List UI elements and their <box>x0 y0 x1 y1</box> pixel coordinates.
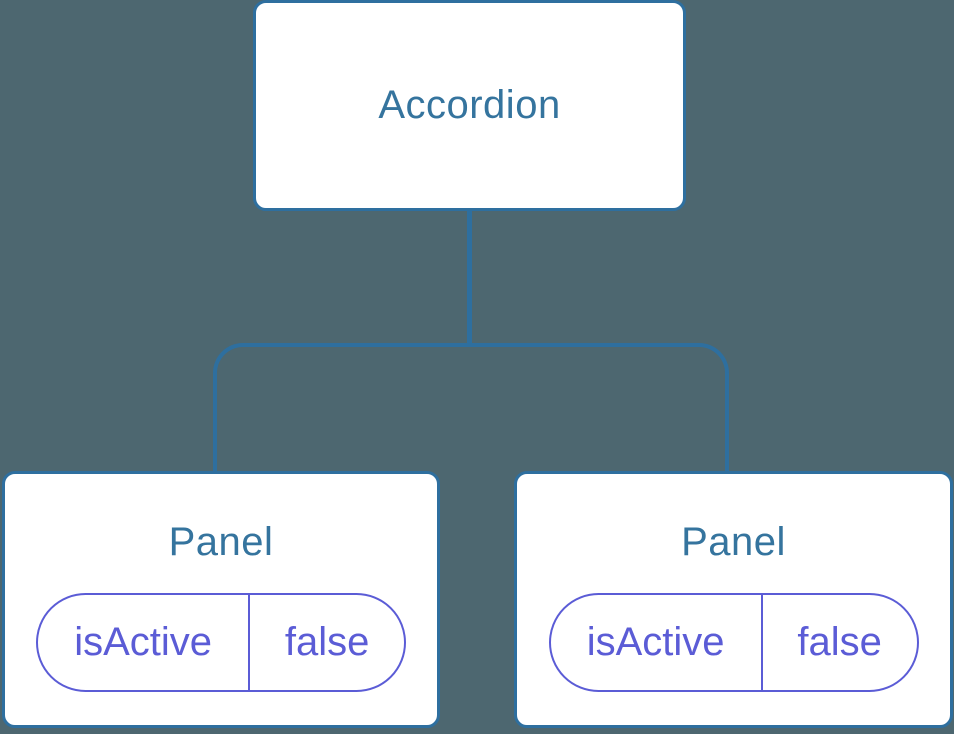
connector-stem <box>467 208 472 345</box>
accordion-label: Accordion <box>378 83 561 127</box>
panel-right-label: Panel <box>681 520 786 564</box>
panel-left-state-pill: isActive false <box>36 593 406 692</box>
state-key: isActive <box>551 595 763 690</box>
panel-node-left: Panel isActive false <box>2 471 440 728</box>
panel-right-state-pill: isActive false <box>548 593 919 692</box>
state-value: false <box>797 620 882 664</box>
connector-branch <box>213 343 729 475</box>
state-value: false <box>284 620 370 664</box>
accordion-node: Accordion <box>253 0 686 211</box>
panel-left-label: Panel <box>168 520 274 564</box>
state-key: isActive <box>38 595 251 690</box>
panel-node-right: Panel isActive false <box>514 471 953 728</box>
